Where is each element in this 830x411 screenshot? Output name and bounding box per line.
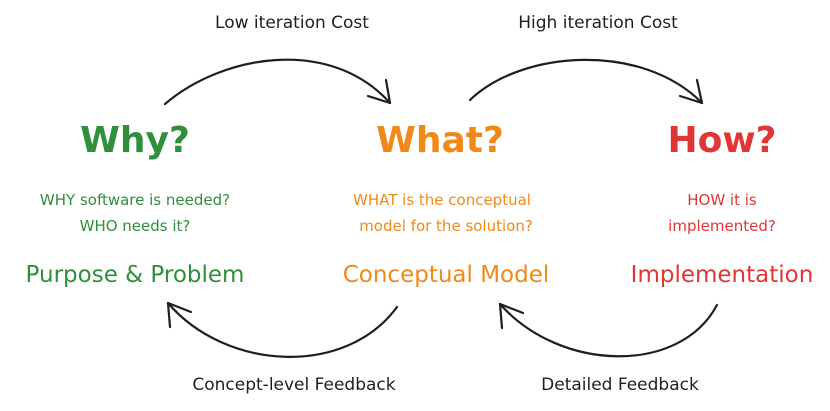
- arrow-how-to-what: [498, 302, 719, 358]
- what-question-line1: WHAT is the conceptual: [353, 191, 531, 209]
- how-question-line1: HOW it is: [687, 191, 757, 209]
- arrow-why-to-what-head: [366, 78, 392, 105]
- arrow-how-to-what-head: [498, 302, 525, 330]
- what-heading: What?: [376, 120, 504, 161]
- arrow-what-to-why-head: [166, 301, 193, 329]
- why-heading: Why?: [80, 120, 190, 161]
- arrow-what-to-why-curve: [166, 301, 399, 358]
- arrow-what-to-how-head: [678, 78, 704, 105]
- how-concept: Implementation: [631, 262, 814, 288]
- arrow-why-to-what: [163, 58, 392, 106]
- arrow-how-to-what-curve: [498, 302, 719, 358]
- what-question-line2: model for the solution?: [359, 217, 533, 235]
- arrow-what-to-how: [468, 58, 704, 105]
- why-question-line1: WHY software is needed?: [40, 191, 230, 209]
- why-concept: Purpose & Problem: [26, 262, 245, 288]
- how-heading: How?: [667, 120, 776, 161]
- what-concept: Conceptual Model: [343, 262, 550, 288]
- detailed-feedback-label: Detailed Feedback: [541, 375, 699, 395]
- arrow-what-to-why: [166, 301, 399, 358]
- arrow-what-to-how-curve: [468, 58, 704, 105]
- high-cost-label: High iteration Cost: [518, 13, 678, 33]
- how-question-line2: implemented?: [668, 217, 776, 235]
- why-question-line2: WHO needs it?: [80, 217, 191, 235]
- low-cost-label: Low iteration Cost: [215, 13, 369, 33]
- concept-feedback-label: Concept-level Feedback: [192, 375, 395, 395]
- arrow-why-to-what-curve: [163, 58, 392, 106]
